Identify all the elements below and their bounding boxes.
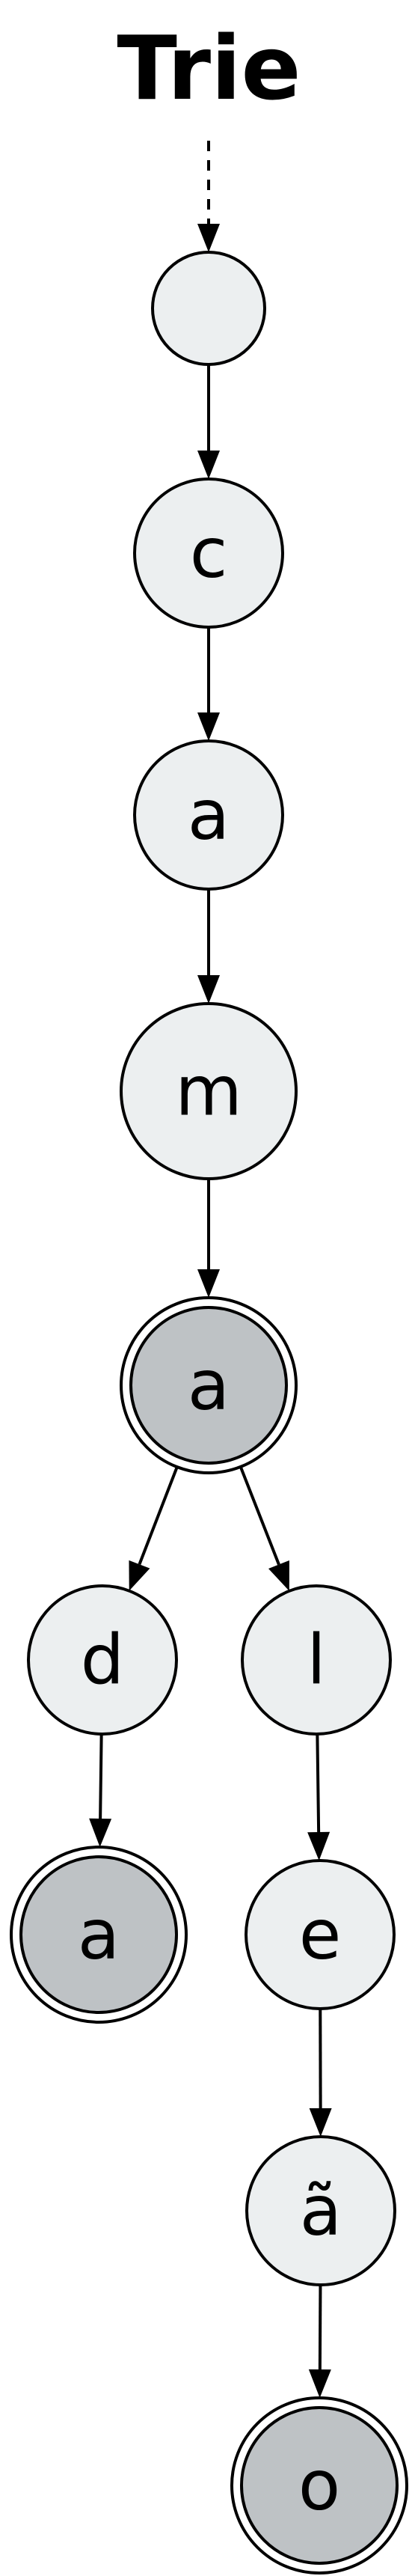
edge-c-ca — [197, 627, 220, 741]
node-label: l — [307, 1620, 326, 1700]
entry-arrow-arrowhead — [197, 224, 220, 252]
node-label: a — [78, 1895, 120, 1975]
terminal-node-outer-ring — [10, 1846, 188, 2024]
edge-c-ca-arrowhead — [197, 712, 220, 741]
edge-cam-cama-arrowhead — [197, 1269, 220, 1298]
edge-camalea-camaleao — [308, 2284, 331, 2399]
terminal-node-outer-ring — [230, 2396, 408, 2575]
node-label: o — [298, 2446, 340, 2526]
trie-node-cama: a — [120, 1296, 298, 1474]
trie-node-camad: d — [27, 1584, 178, 1736]
node-circle — [245, 2135, 396, 2286]
edge-cama-camal-arrowhead — [268, 1560, 289, 1591]
node-label: a — [188, 1346, 230, 1426]
entry-arrow — [197, 141, 220, 252]
terminal-node-circle — [19, 1855, 178, 2014]
node-label: ã — [300, 2171, 342, 2251]
edge-camalea-camaleao-line — [318, 2284, 322, 2370]
terminal-node-outer-ring — [120, 1296, 298, 1474]
node-circle — [120, 1002, 298, 1180]
edge-cama-camal-line — [239, 1466, 280, 1566]
edge-camale-camalea-arrowhead — [309, 2108, 332, 2137]
nodes-layer: c a m a d a l e ã o — [10, 251, 408, 2575]
node-circle — [133, 477, 284, 629]
edge-camalea-camaleao-arrowhead — [308, 2369, 331, 2399]
edge-ca-cam — [197, 889, 220, 1004]
node-label: d — [81, 1620, 124, 1700]
trie-node-c: c — [133, 477, 284, 629]
terminal-node-circle — [240, 2406, 399, 2565]
node-label: m — [175, 1052, 242, 1132]
edge-camal-camale-arrowhead — [307, 1831, 331, 1861]
edge-cama-camad — [129, 1466, 179, 1591]
node-circle — [133, 739, 284, 891]
trie-node-cam: m — [120, 1002, 298, 1180]
edge-camale-camalea — [309, 2008, 332, 2137]
trie-node-camal: l — [241, 1584, 392, 1736]
edge-ca-cam-arrowhead — [197, 975, 220, 1004]
edge-root-c — [197, 364, 220, 479]
node-circle — [241, 1584, 392, 1736]
node-circle — [245, 1859, 396, 2010]
edges-layer — [89, 141, 332, 2399]
node-label: a — [188, 775, 230, 855]
edge-cama-camad-arrowhead — [129, 1560, 150, 1591]
node-circle — [27, 1584, 178, 1736]
edge-camad-camada-line — [99, 1733, 103, 1819]
trie-node-camalea: ã — [245, 2135, 396, 2286]
node-label: e — [299, 1895, 342, 1975]
diagram-title: Trie — [117, 16, 301, 120]
edge-camal-camale-line — [316, 1733, 321, 1833]
edge-root-c-arrowhead — [197, 451, 220, 479]
trie-node-root — [151, 251, 266, 366]
edge-camal-camale — [307, 1733, 331, 1861]
edge-cama-camad-line — [138, 1466, 179, 1565]
trie-node-ca: a — [133, 739, 284, 891]
trie-node-camada: a — [10, 1846, 188, 2024]
node-label: c — [190, 513, 228, 593]
edge-camad-camada — [89, 1733, 112, 1848]
edge-cama-camal — [239, 1466, 289, 1591]
edge-cam-cama — [197, 1179, 220, 1298]
trie-node-camaleao: o — [230, 2396, 408, 2575]
terminal-node-circle — [129, 1306, 288, 1465]
node-circle — [151, 251, 266, 366]
trie-node-camale: e — [245, 1859, 396, 2010]
edge-camad-camada-arrowhead — [89, 1818, 112, 1848]
